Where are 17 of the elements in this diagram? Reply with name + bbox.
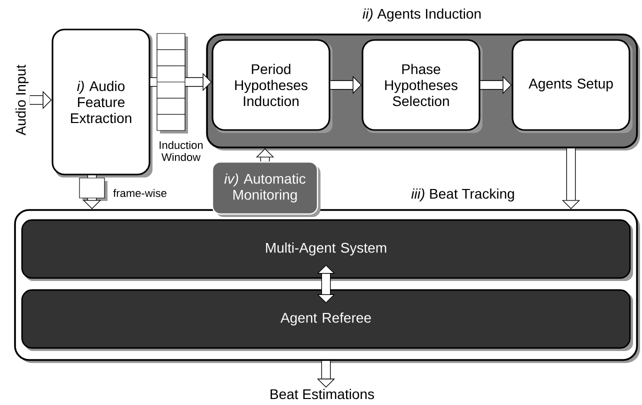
process-box: Phase Hypotheses Selection — [362, 39, 482, 133]
side-label: frame-wise — [113, 188, 166, 198]
block-arrow — [316, 264, 336, 304]
process-bar: Multi-Agent System — [21, 219, 633, 281]
block-arrow — [150, 77, 157, 87]
process-box: Period Hypotheses Induction — [212, 39, 332, 133]
node-label: iii) Beat Tracking — [411, 188, 514, 202]
input-label: Audio Input — [15, 64, 29, 136]
node-label: ii) Agents Induction — [362, 8, 481, 22]
side-label: Induction Window — [160, 140, 203, 162]
output-label: Beat Estimations — [270, 388, 374, 400]
process-box: Agents Setup — [512, 39, 632, 133]
monitoring-box: iv) Automatic Monitoring — [212, 161, 320, 217]
process-bar: Agent Referee — [21, 289, 633, 351]
block-arrow — [87, 175, 97, 178]
window-buffer — [156, 33, 188, 134]
process-box: i) Audio Feature Extraction — [52, 28, 152, 178]
